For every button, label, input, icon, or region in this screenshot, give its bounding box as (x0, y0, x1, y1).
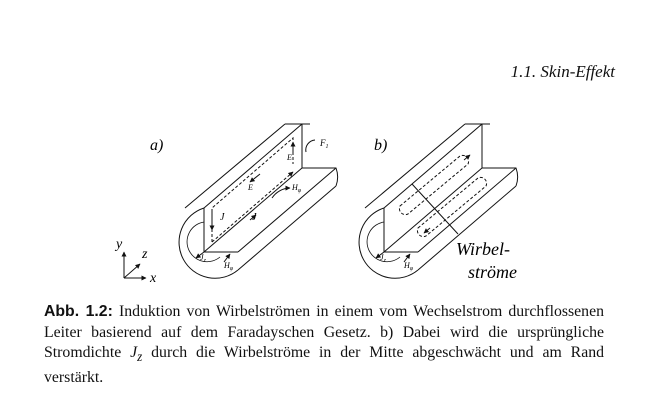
figure-svg: a) F1 E E Hφ J J Jz Hφ b) Wirbel- ströme… (114, 123, 519, 286)
running-header: 1.1. Skin-Effekt (510, 62, 615, 81)
caption-math: Jz (130, 344, 143, 365)
label-F1: F1 (319, 138, 329, 150)
figure-caption: Abb. 1.2: Induktion von Wirbelströmen in… (44, 302, 604, 388)
axis-y-label: y (114, 237, 123, 252)
label-Hphi-a: Hφ (223, 261, 234, 272)
axis-z-label: z (141, 247, 148, 262)
figure-skin-effect: a) F1 E E Hφ J J Jz Hφ b) Wirbel- ströme… (100, 112, 540, 292)
label-H-phi: Hφ (291, 183, 302, 194)
caption-label: Abb. 1.2: (44, 303, 113, 320)
label-J-right: J (252, 212, 257, 223)
label-Jz-a: Jz (200, 253, 207, 264)
panel-a-label: a) (150, 137, 163, 154)
label-E-top: E (286, 153, 292, 162)
panel-a-drawing (178, 123, 339, 279)
caption-text-1: Induktion von Wirbelströmen in einem vom… (44, 303, 604, 361)
panel-b-drawing (358, 123, 519, 279)
axis-x-label: x (149, 271, 157, 286)
label-E-mid: E (247, 183, 253, 192)
label-Jz-b: Jz (380, 253, 387, 264)
label-wirbel-line1: Wirbel- (456, 239, 510, 259)
label-Hphi-b: Hφ (403, 261, 414, 272)
label-wirbel-line2: ströme (468, 262, 517, 282)
caption-text-2: durch die Wirbelströme in der Mitte abge… (44, 344, 605, 386)
coordinate-axes (121, 251, 147, 281)
label-J-left: J (220, 212, 225, 223)
panel-b-label: b) (374, 137, 387, 154)
